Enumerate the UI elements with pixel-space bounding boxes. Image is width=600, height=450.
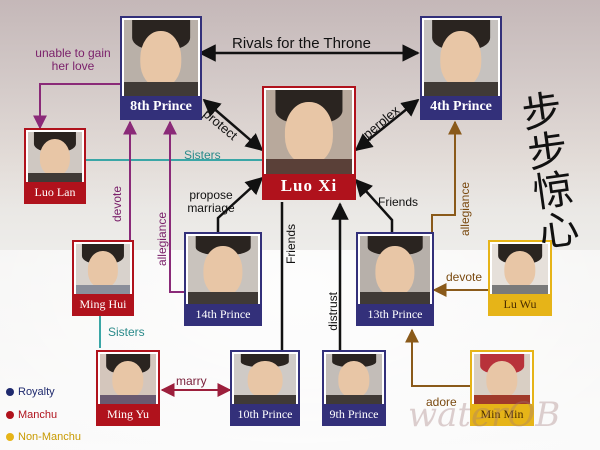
portrait-mingyu bbox=[100, 354, 156, 404]
label-allegiance-14: allegiance bbox=[155, 212, 169, 267]
line-protect bbox=[202, 98, 264, 152]
name-minmin: Min Min bbox=[472, 404, 532, 424]
portrait-minmin bbox=[474, 354, 530, 404]
portrait-prince14 bbox=[188, 236, 258, 304]
line-allegiance-13 bbox=[431, 120, 462, 232]
label-devote-lw: devote bbox=[446, 270, 483, 284]
legend-dot-nonmanchu bbox=[6, 433, 14, 442]
portrait-prince4 bbox=[424, 20, 498, 96]
name-prince8: 8th Prince bbox=[122, 96, 200, 118]
card-prince8[interactable]: 8th Prince bbox=[120, 16, 202, 120]
name-minghui: Ming Hui bbox=[74, 294, 132, 314]
portrait-luoxi bbox=[266, 90, 352, 174]
name-prince14: 14th Prince bbox=[186, 304, 260, 324]
card-minmin[interactable]: Min Min bbox=[470, 350, 534, 426]
name-luoxi: Luo Xi bbox=[264, 174, 354, 198]
line-allegiance-14 bbox=[163, 120, 184, 293]
label-sisters-bottom: Sisters bbox=[108, 325, 145, 339]
line-propose bbox=[216, 176, 264, 232]
name-prince13: 13th Prince bbox=[358, 304, 432, 324]
card-prince9[interactable]: 9th Prince bbox=[322, 350, 386, 426]
name-luwu: Lu Wu bbox=[490, 294, 550, 314]
card-minghui[interactable]: Ming Hui bbox=[72, 240, 134, 316]
label-distrust: distrust bbox=[326, 292, 340, 331]
line-perplex bbox=[354, 98, 420, 152]
card-prince13[interactable]: 13th Prince bbox=[356, 232, 434, 326]
card-mingyu[interactable]: Ming Yu bbox=[96, 350, 160, 426]
label-rivals: Rivals for the Throne bbox=[232, 35, 371, 52]
label-propose: propose marriage bbox=[187, 188, 235, 215]
portrait-prince13 bbox=[360, 236, 430, 304]
portrait-prince10 bbox=[234, 354, 296, 404]
portrait-prince8 bbox=[124, 20, 198, 96]
legend-manchu: Manchu bbox=[6, 409, 57, 421]
card-prince4[interactable]: 4th Prince bbox=[420, 16, 502, 120]
name-prince10: 10th Prince bbox=[232, 404, 298, 424]
label-friends-10: Friends bbox=[284, 224, 298, 265]
name-luolan: Luo Lan bbox=[26, 182, 84, 202]
card-luwu[interactable]: Lu Wu bbox=[488, 240, 552, 316]
label-adore: adore bbox=[426, 395, 457, 409]
legend-nonmanchu: Non-Manchu bbox=[6, 431, 81, 443]
card-luoxi[interactable]: Luo Xi bbox=[262, 86, 356, 200]
card-prince10[interactable]: 10th Prince bbox=[230, 350, 300, 426]
name-prince9: 9th Prince bbox=[324, 404, 384, 424]
legend-royalty: Royalty bbox=[6, 386, 55, 398]
portrait-luwu bbox=[492, 244, 548, 294]
portrait-minghui bbox=[76, 244, 130, 294]
line-friends-13 bbox=[354, 178, 394, 232]
label-unable: unable to gain her love bbox=[35, 46, 111, 73]
label-allegiance-13: allegiance bbox=[458, 182, 472, 237]
legend-dot-royalty bbox=[6, 388, 14, 397]
legend-dot-manchu bbox=[6, 411, 14, 420]
label-marry: marry bbox=[176, 374, 207, 388]
line-unable bbox=[33, 83, 120, 130]
label-sisters-top: Sisters bbox=[184, 148, 221, 162]
card-luolan[interactable]: Luo Lan bbox=[24, 128, 86, 204]
label-friends-13: Friends bbox=[378, 195, 419, 209]
name-mingyu: Ming Yu bbox=[98, 404, 158, 424]
watermark: waterOB bbox=[408, 395, 561, 435]
card-prince14[interactable]: 14th Prince bbox=[184, 232, 262, 326]
legend-label-manchu: Manchu bbox=[18, 409, 58, 421]
label-devote-mh: devote bbox=[110, 186, 124, 223]
portrait-luolan bbox=[28, 132, 82, 182]
name-prince4: 4th Prince bbox=[422, 96, 500, 118]
line-adore bbox=[405, 328, 470, 387]
legend-label-nonmanchu: Non-Manchu bbox=[18, 431, 81, 443]
portrait-prince9 bbox=[326, 354, 382, 404]
legend-label-royalty: Royalty bbox=[18, 386, 55, 398]
